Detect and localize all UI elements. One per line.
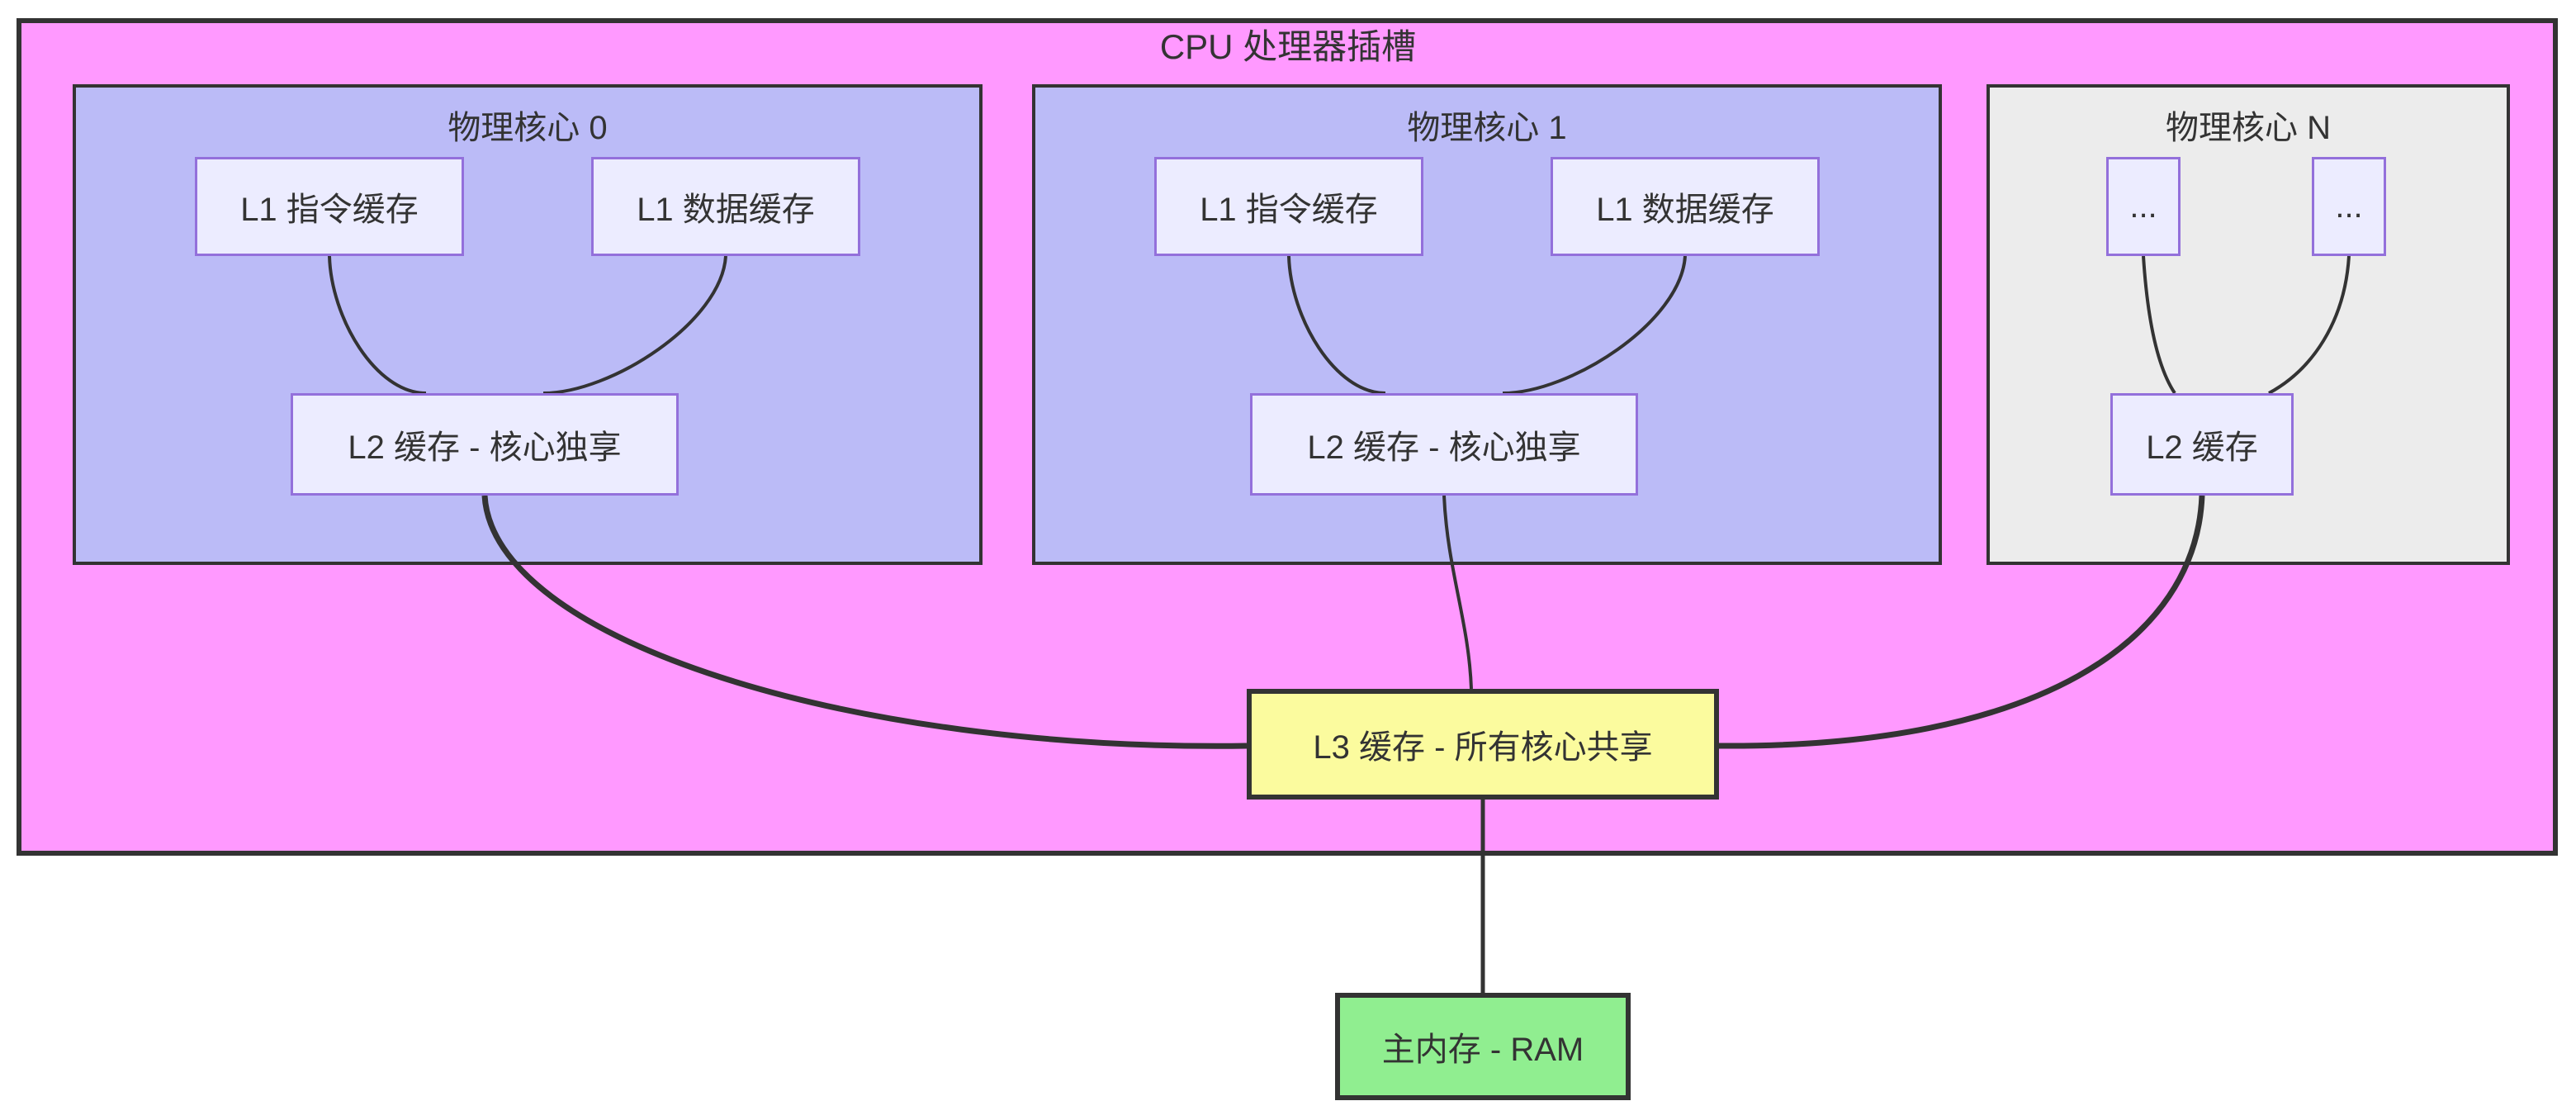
l3-shared-cache: L3 缓存 - 所有核心共享 bbox=[1247, 689, 1719, 800]
core-n-ellipsis-cache-1: ... bbox=[2106, 157, 2181, 256]
core-1-l1-data-cache: L1 数据缓存 bbox=[1551, 157, 1820, 256]
core-1-l1-instruction-cache: L1 指令缓存 bbox=[1154, 157, 1423, 256]
core-0-l1-instruction-cache: L1 指令缓存 bbox=[195, 157, 464, 256]
core-n-l2-cache: L2 缓存 bbox=[2110, 393, 2294, 496]
core-n-ellipsis-cache-2: ... bbox=[2312, 157, 2386, 256]
core-n-title: 物理核心 N bbox=[2166, 110, 2331, 146]
core-1-l2-cache: L2 缓存 - 核心独享 bbox=[1250, 393, 1638, 496]
core-0-l2-cache: L2 缓存 - 核心独享 bbox=[291, 393, 679, 496]
core-1-title: 物理核心 1 bbox=[1407, 110, 1567, 146]
core-0-l1-data-cache: L1 数据缓存 bbox=[591, 157, 860, 256]
main-memory-ram: 主内存 - RAM bbox=[1335, 993, 1631, 1100]
cpu-socket-title: CPU 处理器插槽 bbox=[1159, 27, 1417, 66]
core-0-title: 物理核心 0 bbox=[447, 110, 608, 146]
